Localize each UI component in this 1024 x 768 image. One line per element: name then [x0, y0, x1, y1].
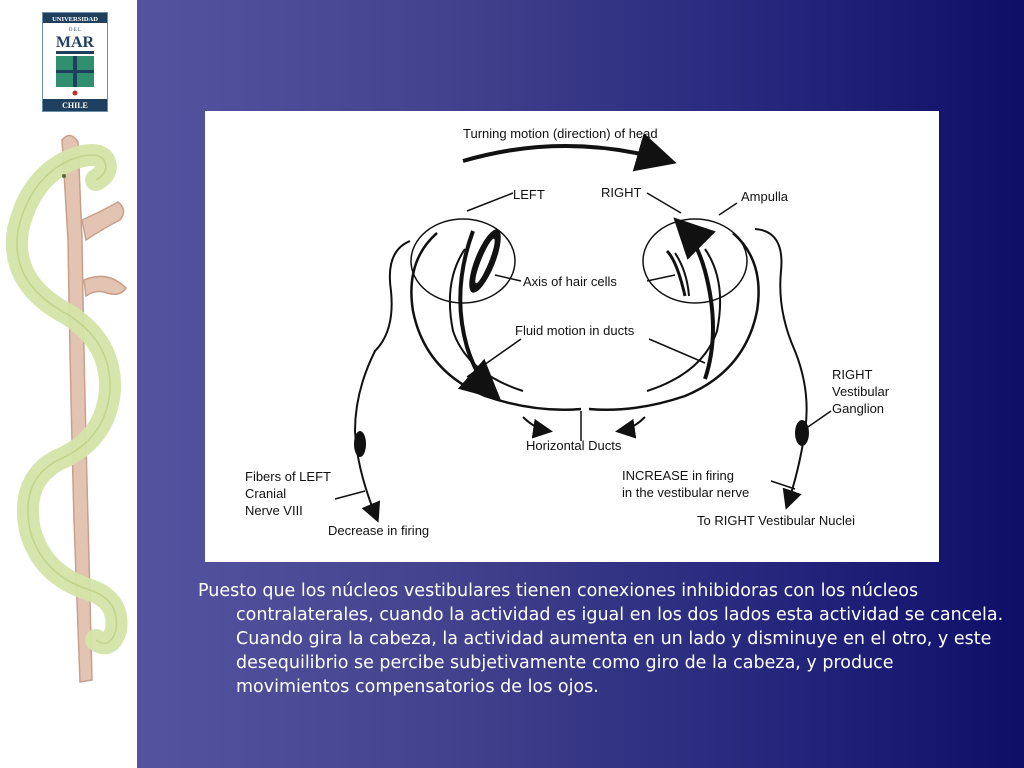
increase-firing-label-2: in the vestibular nerve [622, 485, 749, 500]
vestibular-diagram-panel: Turning motion (direction) of head [205, 111, 939, 562]
right-ganglion-label-2: Vestibular [832, 384, 890, 399]
right-hair-cell [665, 249, 687, 297]
increase-firing-label-1: INCREASE in firing [622, 468, 734, 483]
right-ganglion-label-1: RIGHT [832, 367, 873, 382]
left-fibers-label-2: Cranial [245, 486, 286, 501]
logo-emblem: UNIVERSIDAD D E L MAR CHILE [43, 13, 107, 111]
logo-name-text: MAR [56, 34, 95, 51]
horizontal-ducts-label: Horizontal Ducts [526, 438, 622, 453]
right-ganglion-label-3: Ganglion [832, 401, 884, 416]
left-ampulla [410, 218, 516, 304]
explanation-text: Puesto que los núcleos vestibulares tien… [198, 581, 1004, 697]
left-label: LEFT [513, 187, 545, 202]
rod-of-asclepius-icon [6, 134, 128, 683]
left-fibers-label-3: Nerve VIII [245, 503, 303, 518]
decrease-firing-label: Decrease in firing [328, 523, 429, 538]
right-nerve [754, 228, 808, 510]
right-canal-inner [646, 248, 722, 392]
logo-bottom-text: CHILE [62, 101, 88, 110]
right-fluid-arrow [673, 217, 716, 380]
university-logo: UNIVERSIDAD D E L MAR CHILE [42, 12, 108, 112]
left-ganglion [354, 431, 366, 457]
right-label: RIGHT [601, 185, 642, 200]
fluid-motion-label: Fluid motion in ducts [515, 323, 635, 338]
ampulla-label: Ampulla [741, 189, 789, 204]
right-ganglion [795, 420, 809, 446]
to-right-nuclei-label: To RIGHT Vestibular Nuclei [697, 513, 855, 528]
left-fibers-label-1: Fibers of LEFT [245, 469, 331, 484]
sidebar: UNIVERSIDAD D E L MAR CHILE [0, 0, 137, 768]
left-nerve [353, 240, 411, 523]
left-canal [410, 232, 582, 412]
right-ampulla [642, 218, 748, 304]
logo-middle-text: D E L [69, 28, 81, 33]
left-fluid-arrow [457, 230, 501, 401]
axis-hair-cells-label: Axis of hair cells [523, 274, 617, 289]
turning-motion-arrow [462, 132, 677, 172]
vestibular-diagram: Turning motion (direction) of head [245, 126, 890, 538]
logo-top-text: UNIVERSIDAD [52, 16, 98, 23]
turning-motion-label: Turning motion (direction) of head [463, 126, 658, 141]
right-canal [588, 232, 760, 412]
